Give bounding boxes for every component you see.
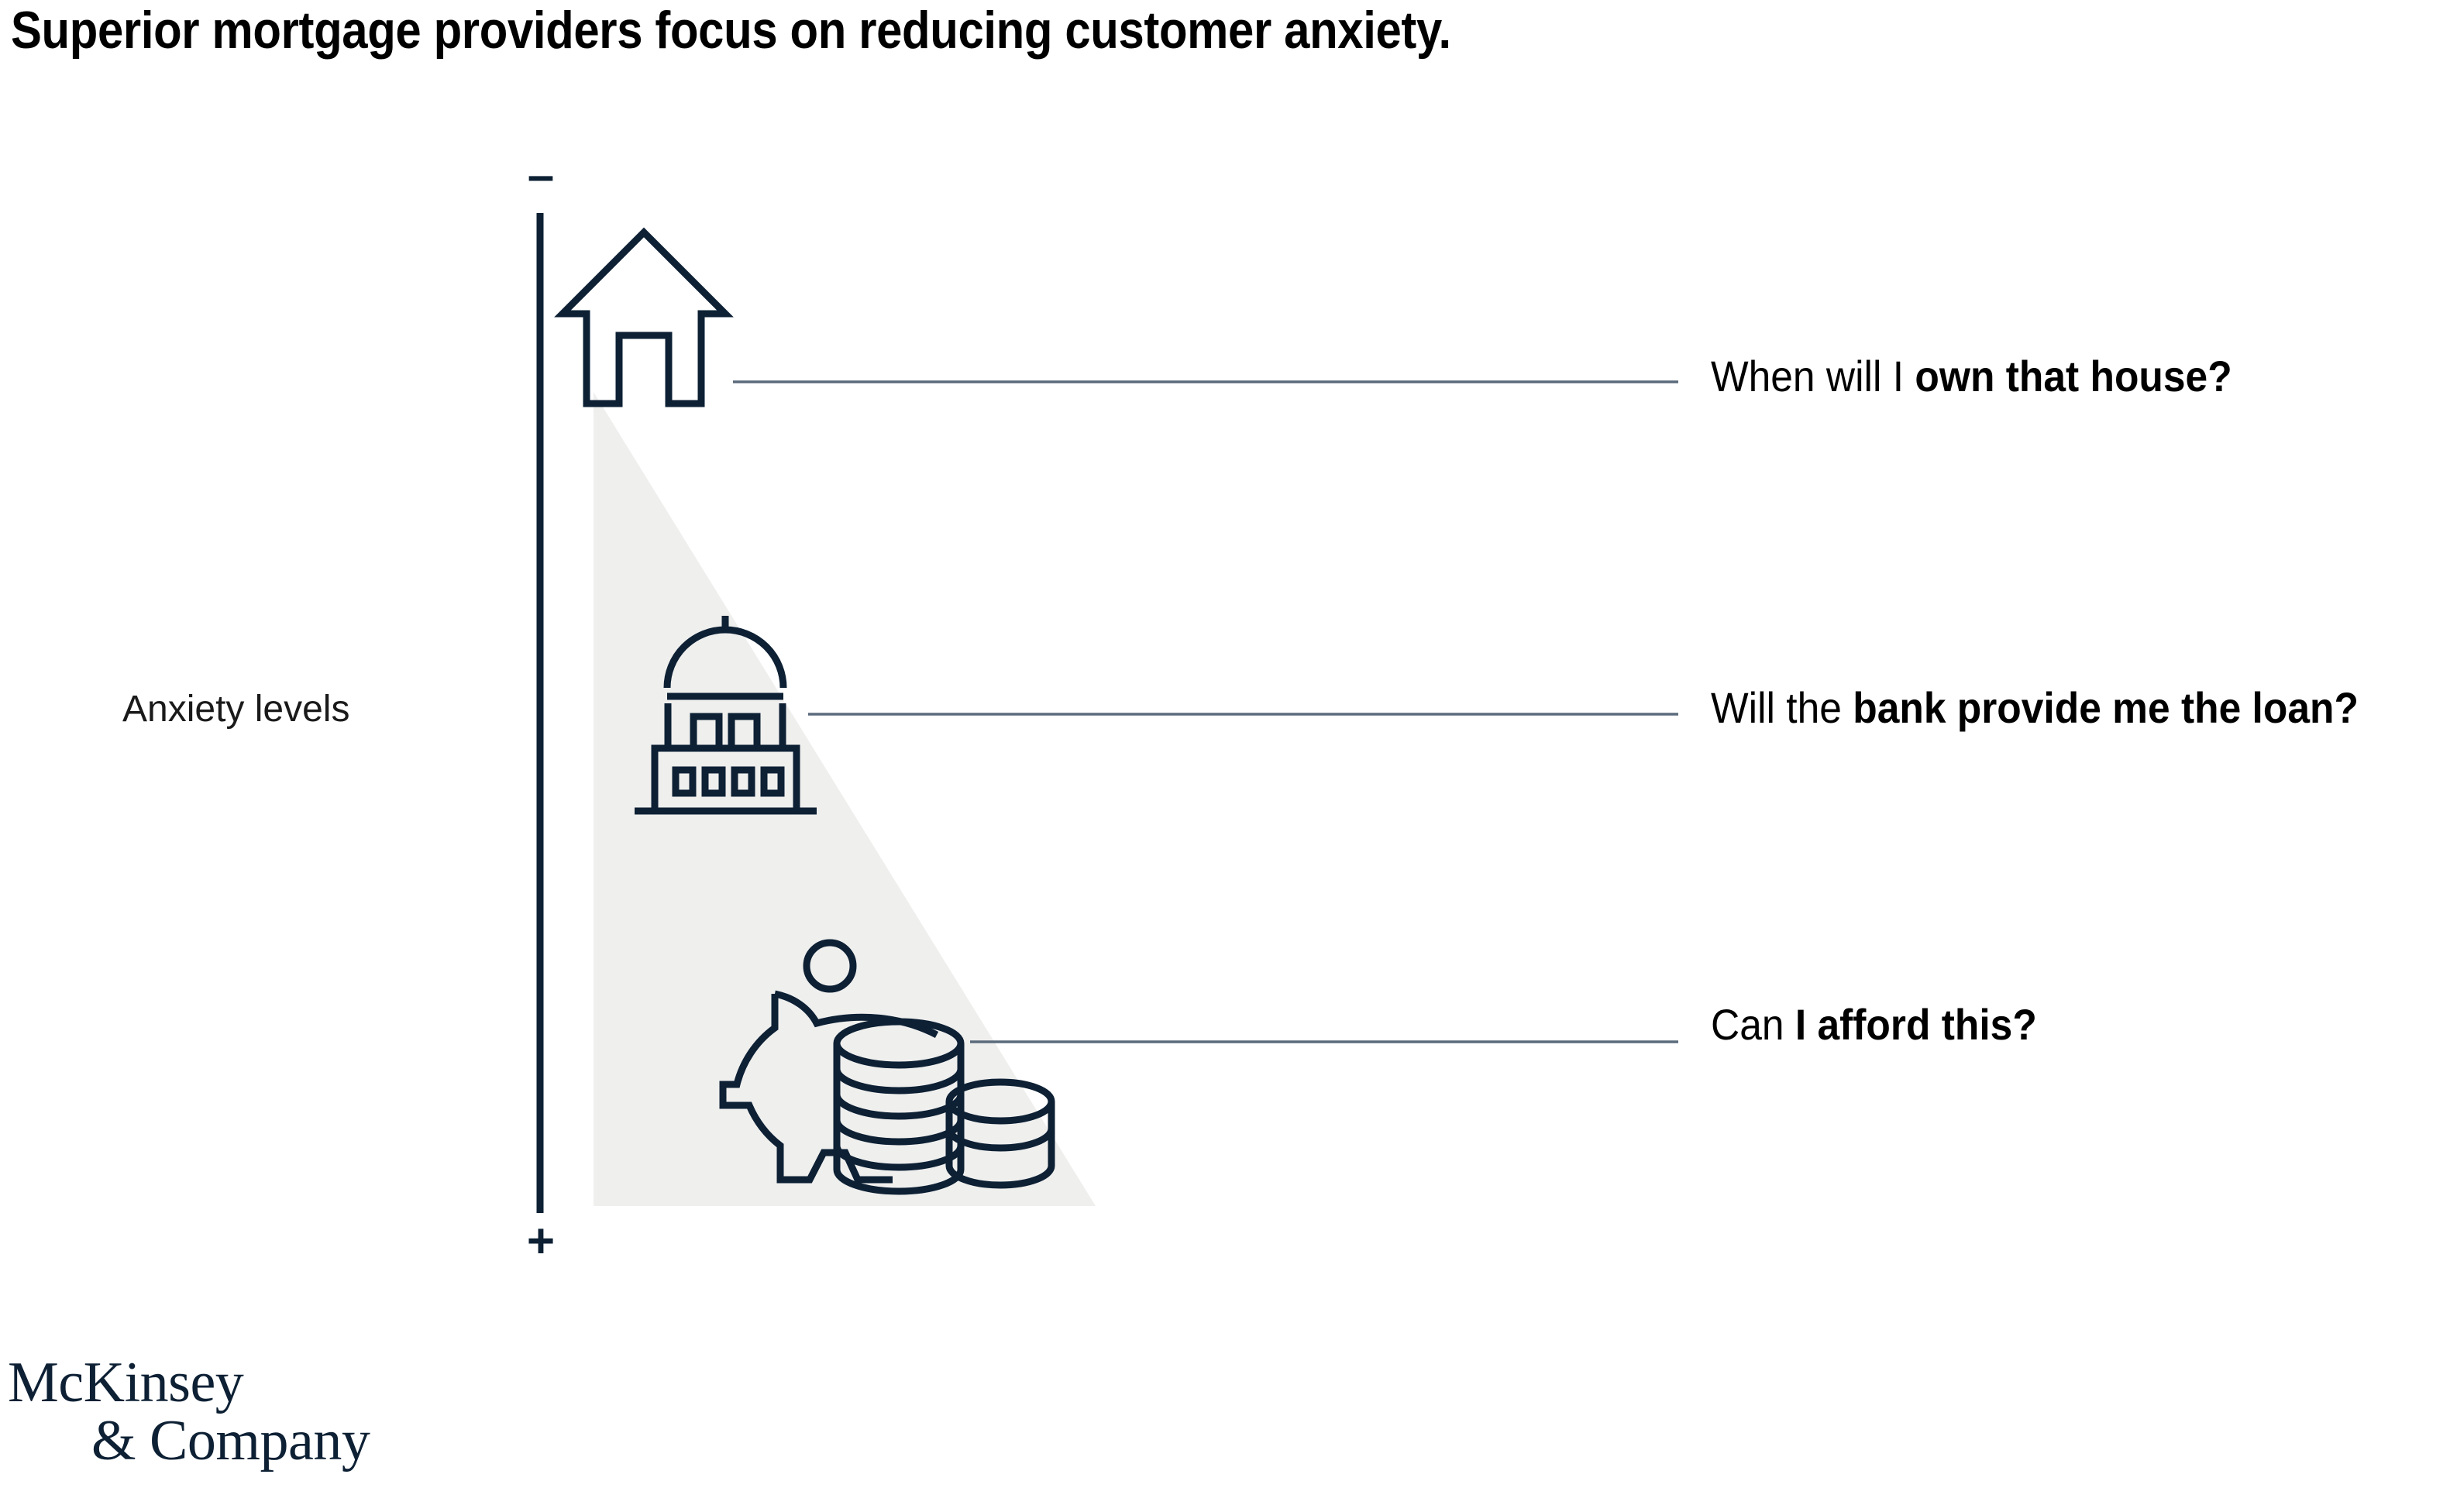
mckinsey-logo: McKinsey & Company <box>8 1351 370 1473</box>
callout-3-lead: Can <box>1711 1000 1795 1049</box>
coin-stack-tall <box>833 1018 965 1195</box>
callout-label-2: Will the bank provide me the loan? <box>1711 684 2359 732</box>
callout-1-lead: When will I <box>1711 352 1915 400</box>
minus-sign: – <box>527 149 555 202</box>
callout-2-emphasis: bank provide me the loan? <box>1853 683 2359 732</box>
brand-line-mckinsey: McKinsey <box>8 1351 244 1414</box>
falling-coin-icon <box>803 939 857 993</box>
callout-2-lead: Will the <box>1711 683 1853 732</box>
axis-title: Anxiety levels <box>122 689 350 730</box>
callout-3-emphasis: I afford this? <box>1794 1000 2037 1049</box>
bank-building-icon <box>635 616 817 815</box>
page-title: Superior mortgage providers focus on red… <box>11 1 1451 60</box>
house-icon <box>554 227 734 407</box>
brand-line-company: & Company <box>91 1409 370 1473</box>
coin-stack-short <box>945 1078 1055 1189</box>
callout-1-emphasis: own that house? <box>1915 352 2232 400</box>
callout-label-3: Can I afford this? <box>1711 1001 2037 1049</box>
callout-label-1: When will I own that house? <box>1711 352 2232 400</box>
anxiety-wedge-shape <box>594 392 1096 1206</box>
piggy-bank-coins-icon <box>719 939 1055 1195</box>
plus-sign: + <box>526 1215 556 1268</box>
